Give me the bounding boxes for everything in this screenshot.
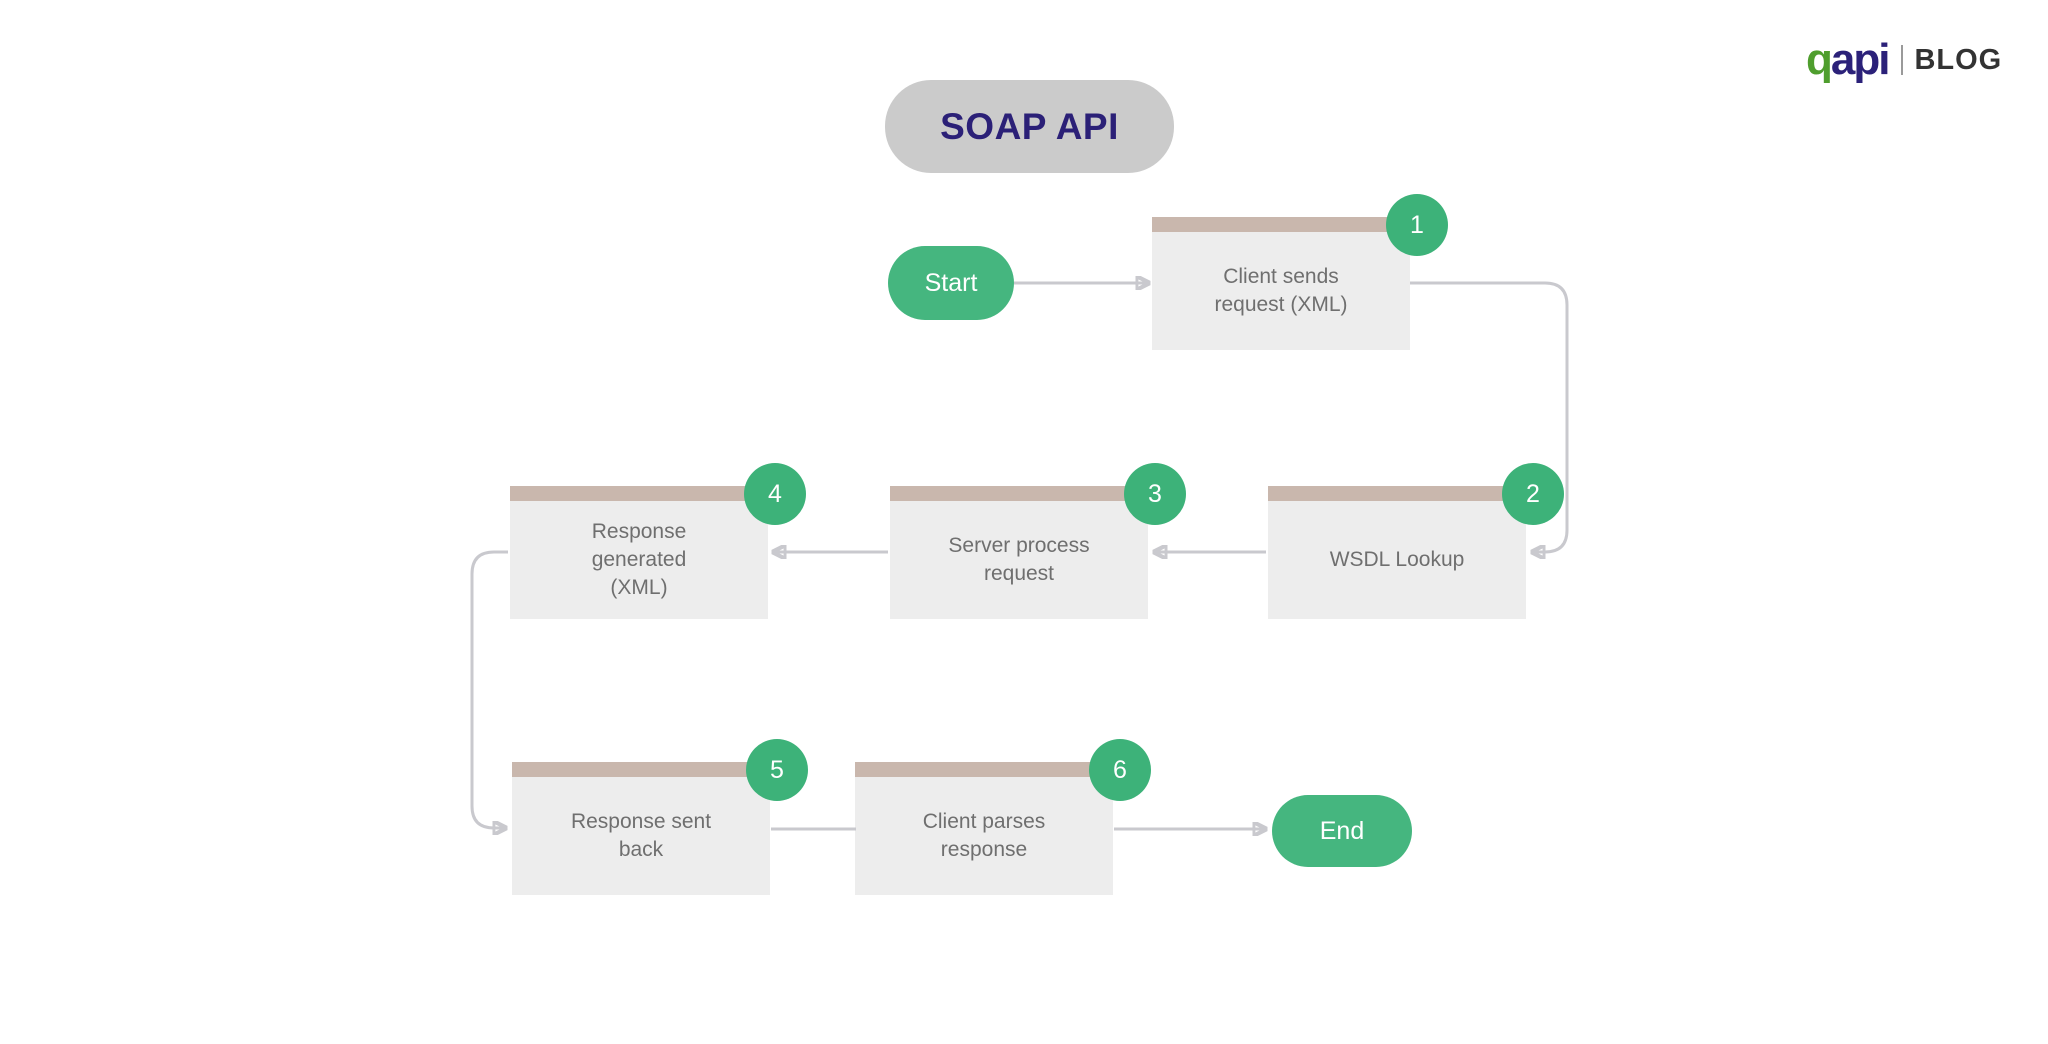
step-label: Response generated (XML) bbox=[591, 519, 687, 600]
step-box-3: 3 Server process request bbox=[890, 463, 1186, 619]
step-label: Server process request bbox=[948, 533, 1090, 585]
step-box-topbar bbox=[512, 762, 770, 777]
step-box-topbar bbox=[1152, 217, 1410, 232]
step-label: Response sent back bbox=[570, 809, 712, 861]
step-number-badge: 1 bbox=[1386, 194, 1448, 256]
step-number-badge: 2 bbox=[1502, 463, 1564, 525]
step-box-6: 6 Client parses response bbox=[855, 739, 1151, 895]
step-box-topbar bbox=[1268, 486, 1526, 501]
brand-letter-q: q bbox=[1806, 35, 1833, 84]
step-box-2: 2 WSDL Lookup bbox=[1268, 463, 1564, 619]
blog-label: BLOG bbox=[1914, 43, 2003, 76]
end-node: End bbox=[1272, 795, 1412, 867]
step-box-5: 5 Response sent back bbox=[512, 739, 808, 895]
diagram-title-pill: SOAP API bbox=[885, 80, 1174, 173]
step-label: WSDL Lookup bbox=[1329, 547, 1465, 571]
logo-divider bbox=[1901, 45, 1904, 75]
step-box-1: 1 Client sends request (XML) bbox=[1152, 194, 1448, 350]
step-box-4: 4 Response generated (XML) bbox=[510, 463, 806, 619]
start-node: Start bbox=[888, 246, 1014, 320]
connector-step4-to-step5 bbox=[470, 550, 508, 828]
step-box-topbar bbox=[890, 486, 1148, 501]
diagram-title: SOAP API bbox=[940, 105, 1119, 147]
brand-letters-api: api bbox=[1830, 35, 1891, 84]
connector-step1-to-step2 bbox=[1410, 281, 1569, 552]
step-label: Client parses response bbox=[922, 809, 1046, 861]
step-number-badge: 6 bbox=[1089, 739, 1151, 801]
end-label: End bbox=[1319, 816, 1365, 845]
site-logo: qapi BLOG bbox=[1806, 38, 2002, 82]
start-label: Start bbox=[924, 268, 978, 297]
step-label: Client sends request (XML) bbox=[1214, 264, 1348, 316]
step-box-topbar bbox=[855, 762, 1113, 777]
step-number-badge: 5 bbox=[746, 739, 808, 801]
step-number-badge: 4 bbox=[744, 463, 806, 525]
step-box-topbar bbox=[510, 486, 768, 501]
brand-wordmark: qapi bbox=[1806, 35, 1891, 84]
step-number-badge: 3 bbox=[1124, 463, 1186, 525]
